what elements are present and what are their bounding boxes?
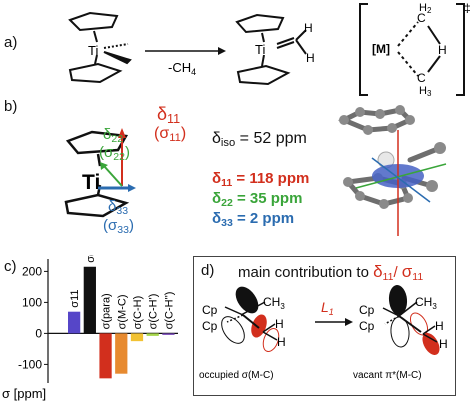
y-tick-label: 0 — [35, 326, 42, 340]
left-caption: occupied σ(M-C) — [199, 370, 274, 381]
right-h2: H — [439, 337, 448, 351]
panel-b-drawing: Ti — [64, 105, 447, 236]
category-label: σ(para) — [101, 293, 113, 329]
bar-3 — [115, 333, 128, 374]
d22-axis — [103, 165, 123, 187]
arrow-head-icon — [345, 318, 353, 326]
d22-arrow-icon — [100, 162, 108, 170]
ts-bracket — [359, 3, 465, 96]
ts-h: H — [438, 43, 447, 57]
molecule-model-image — [337, 105, 447, 236]
panel-label-d: d) — [201, 262, 215, 279]
product-h-bottom: H — [306, 51, 315, 65]
y-tick-label: -100 — [18, 357, 42, 371]
bar-1 — [83, 266, 96, 334]
delta-iso: δiso = 52 ppm — [212, 130, 307, 149]
sigma22-label: (σ22) — [99, 144, 130, 163]
right-cp2: Cp — [359, 319, 375, 333]
reactant-ti: Ti — [88, 43, 98, 58]
orbital-drawing: CH3 Cp Cp H H L1 CH3 Cp Cp H H occupied … — [199, 285, 448, 381]
bar-0 — [68, 311, 81, 334]
ts-h2: H2 — [419, 2, 432, 15]
category-label: σ(C-H') — [148, 294, 160, 330]
ts-ch2: C — [417, 11, 426, 25]
panel-label-b: b) — [4, 98, 18, 115]
category-label: σ(dia) — [85, 255, 97, 263]
bar-6 — [162, 333, 175, 335]
ts-metal: [M] — [372, 42, 390, 56]
sigma11-label: (σ11) — [154, 125, 187, 144]
chart-ylabel: σ [ppm] — [2, 386, 46, 401]
delta22-value: δ22 = 35 ppm — [212, 190, 303, 209]
arrow-label: -CH4 — [168, 60, 196, 77]
category-label: σ(C-H) — [132, 296, 144, 330]
right-cp1: Cp — [359, 303, 375, 317]
y-tick-label: 100 — [22, 295, 42, 309]
vacant-orbital-icon — [382, 285, 440, 355]
panel-d-title: main contribution to δ11/ σ11 — [238, 262, 424, 283]
ts-dagger: ‡ — [464, 1, 471, 15]
delta11-label: δ11 — [157, 104, 181, 126]
chart-category-labels: σ11 σ(dia) σ(para)σ(M-C) σ(C-H) σ(C-H')σ(C-H… — [69, 255, 175, 329]
chart-bars — [68, 266, 175, 379]
left-cp2: Cp — [202, 319, 218, 333]
left-cp1: Cp — [202, 303, 218, 317]
left-h1: H — [275, 317, 284, 331]
category-label: σ(M-C) — [116, 295, 128, 330]
category-label: σ11 — [69, 289, 81, 307]
right-caption: vacant π*(M-C) — [353, 370, 422, 381]
left-h2: H — [277, 335, 286, 349]
bar-4 — [130, 333, 144, 342]
y-tick-label: 200 — [22, 264, 42, 278]
ts-h3: H3 — [419, 85, 432, 98]
operator-label: L1 — [321, 299, 334, 317]
sigma33-label: (σ33) — [103, 217, 134, 236]
right-ch3: CH3 — [415, 295, 437, 311]
product-ti: Ti — [255, 42, 265, 57]
bar-2 — [99, 333, 112, 379]
shielding-bar-chart: 200 100 0 -100 σ11 σ(dia) σ(para)σ(M-C) σ(C-H)… — [2, 255, 178, 401]
delta22-label: δ22 — [103, 126, 124, 145]
cp-ring-icon — [235, 13, 307, 86]
arrow-head-icon — [218, 47, 226, 55]
bar-5 — [146, 333, 159, 336]
panel-d-box — [193, 256, 456, 396]
occupied-orbital-icon — [221, 286, 280, 353]
right-h1: H — [435, 319, 444, 333]
delta11-value: δ11 = 118 ppm — [212, 170, 310, 189]
scheme-a-drawing: Ti -CH4 Ti H H [M] C H2 H C H3 ‡ — [68, 1, 471, 98]
ts-ch3: C — [417, 71, 426, 85]
delta33-value: δ33 = 2 ppm — [212, 210, 295, 229]
d33-arrow-icon — [128, 184, 136, 192]
panel-label-c: c) — [4, 258, 17, 275]
ti-label-b: Ti — [82, 171, 100, 194]
d11-arrow-icon — [118, 128, 126, 138]
cp-ring-icon — [68, 11, 132, 84]
left-ch3: CH3 — [263, 295, 285, 311]
panel-label-a: a) — [4, 34, 18, 51]
delta33-label: δ33 — [108, 198, 129, 217]
category-label: σ(C-H'') — [163, 292, 175, 330]
product-h-top: H — [304, 21, 313, 35]
